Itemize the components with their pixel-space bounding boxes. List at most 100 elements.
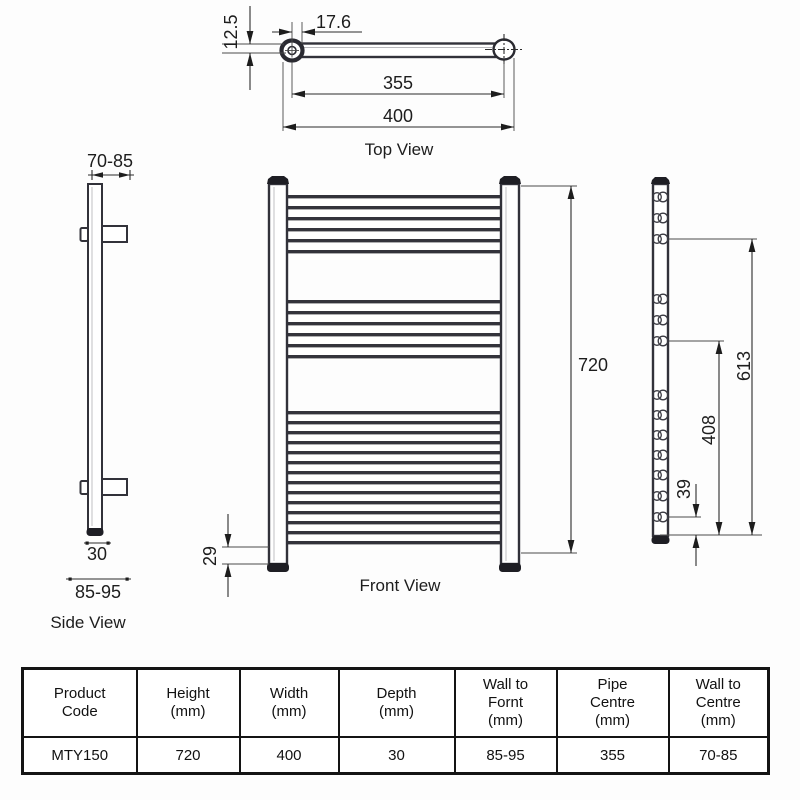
tick bbox=[68, 577, 72, 581]
arrowhead bbox=[692, 535, 700, 548]
arrowhead bbox=[292, 90, 305, 98]
radiator-bar bbox=[287, 355, 501, 359]
front-view-bars bbox=[287, 195, 501, 545]
radiator-bar bbox=[287, 481, 501, 485]
radiator-bar bbox=[287, 239, 501, 243]
dim-30-label: 30 bbox=[87, 544, 107, 564]
radiator-bar bbox=[287, 511, 501, 515]
arrowhead bbox=[567, 186, 575, 199]
front-left-rail bbox=[267, 182, 289, 566]
cell-product-code: MTY150 bbox=[21, 736, 138, 775]
bar-end-circle bbox=[657, 335, 669, 347]
tick bbox=[85, 541, 89, 545]
bar-end-circle bbox=[657, 293, 669, 305]
cell-wall-to-centre: 70-85 bbox=[667, 736, 770, 775]
front-view-label: Front View bbox=[360, 576, 442, 595]
dim-85-95-label: 85-95 bbox=[75, 582, 121, 602]
col-header-wall-to-front: Wall to Fornt (mm) bbox=[453, 667, 558, 738]
bar-end-circle bbox=[652, 315, 662, 325]
col-header-pipe-centre: Pipe Centre (mm) bbox=[555, 667, 670, 738]
radiator-bar bbox=[287, 206, 501, 210]
top-view-bar bbox=[298, 42, 498, 59]
arrowhead bbox=[692, 504, 700, 517]
arrowhead bbox=[567, 540, 575, 553]
bar-end-circle bbox=[657, 469, 669, 481]
side-lower-bracket-tab bbox=[79, 480, 89, 495]
bar-end-circle bbox=[652, 512, 662, 522]
col-header-height: Height (mm) bbox=[135, 667, 241, 738]
spec-table-header-row: Product Code Height (mm) Width (mm) Dept… bbox=[21, 667, 770, 738]
col-header-product-code: Product Code bbox=[21, 667, 138, 738]
bar-end-circle bbox=[652, 430, 662, 440]
dim-408-label: 408 bbox=[699, 415, 719, 445]
bar-end-circle bbox=[657, 429, 669, 441]
dim-355-label: 355 bbox=[383, 73, 413, 93]
arrowhead bbox=[279, 28, 292, 36]
bar-end-circle bbox=[657, 191, 669, 203]
dim-70-85-label: 70-85 bbox=[87, 151, 133, 171]
dim-400-label: 400 bbox=[383, 106, 413, 126]
radiator-bar bbox=[287, 451, 501, 455]
bar-end-circle bbox=[652, 192, 662, 202]
bar-end-circle bbox=[652, 410, 662, 420]
arrowhead bbox=[224, 564, 232, 577]
radiator-bar bbox=[287, 541, 501, 545]
side-view: 70-85 30 85-95 Side View bbox=[50, 151, 134, 632]
col-header-depth: Depth (mm) bbox=[337, 667, 456, 738]
radiator-bar bbox=[287, 300, 501, 304]
front-left-foot bbox=[267, 563, 289, 572]
cell-pipe-centre: 355 bbox=[555, 736, 670, 775]
bar-end-circle bbox=[657, 314, 669, 326]
bar-end-circle bbox=[652, 234, 662, 244]
side-rail-bottom-cap bbox=[86, 528, 104, 536]
radiator-bar bbox=[287, 521, 501, 525]
side-rail bbox=[87, 183, 103, 530]
radiator-bar bbox=[287, 344, 501, 348]
radiator-bar bbox=[287, 501, 501, 505]
top-view-label: Top View bbox=[365, 140, 434, 159]
bar-end-circle bbox=[652, 390, 662, 400]
bar-end-circle bbox=[657, 449, 669, 461]
radiator-bar bbox=[287, 421, 501, 425]
tick bbox=[125, 577, 129, 581]
spec-table: Product Code Height (mm) Width (mm) Dept… bbox=[21, 667, 770, 775]
arrowhead bbox=[715, 341, 723, 354]
bar-end-circle bbox=[652, 294, 662, 304]
front-view: 720 29 Front View bbox=[200, 176, 608, 597]
arrowhead bbox=[491, 90, 504, 98]
radiator-bar bbox=[287, 333, 501, 337]
side-upper-bracket bbox=[101, 225, 128, 243]
arrowhead bbox=[92, 172, 103, 178]
top-view: 12.5 17.6 355 400 Top View bbox=[221, 6, 524, 159]
dim-17-6-label: 17.6 bbox=[316, 12, 351, 32]
radiator-bar bbox=[287, 471, 501, 475]
dim-613-label: 613 bbox=[734, 351, 754, 381]
side-upper-bracket-tab bbox=[79, 227, 89, 242]
arrowhead bbox=[224, 534, 232, 547]
bar-end-circle bbox=[652, 336, 662, 346]
tick bbox=[106, 541, 110, 545]
radiator-bar bbox=[287, 411, 501, 415]
bar-end-circle bbox=[652, 450, 662, 460]
spec-table-data-row: MTY150 720 400 30 85-95 355 70-85 bbox=[21, 736, 770, 775]
bar-end-circle bbox=[657, 389, 669, 401]
profile-top-cap bbox=[651, 177, 670, 184]
bar-end-circle bbox=[652, 491, 662, 501]
right-profile-view: 613 408 39 bbox=[651, 177, 762, 566]
radiator-bar bbox=[287, 431, 501, 435]
bar-end-circle bbox=[657, 409, 669, 421]
bar-end-circle bbox=[657, 511, 669, 523]
arrowhead bbox=[119, 172, 130, 178]
dim-720-label: 720 bbox=[578, 355, 608, 375]
arrowhead bbox=[302, 28, 315, 36]
dim-12-5-label: 12.5 bbox=[221, 14, 241, 49]
front-left-top-cap bbox=[267, 176, 289, 184]
radiator-bar bbox=[287, 322, 501, 326]
arrowhead bbox=[501, 123, 514, 131]
bar-end-circle bbox=[657, 212, 669, 224]
front-right-top-cap bbox=[499, 176, 521, 184]
radiator-bar bbox=[287, 250, 501, 254]
front-right-foot bbox=[499, 563, 521, 572]
arrowhead bbox=[715, 522, 723, 535]
